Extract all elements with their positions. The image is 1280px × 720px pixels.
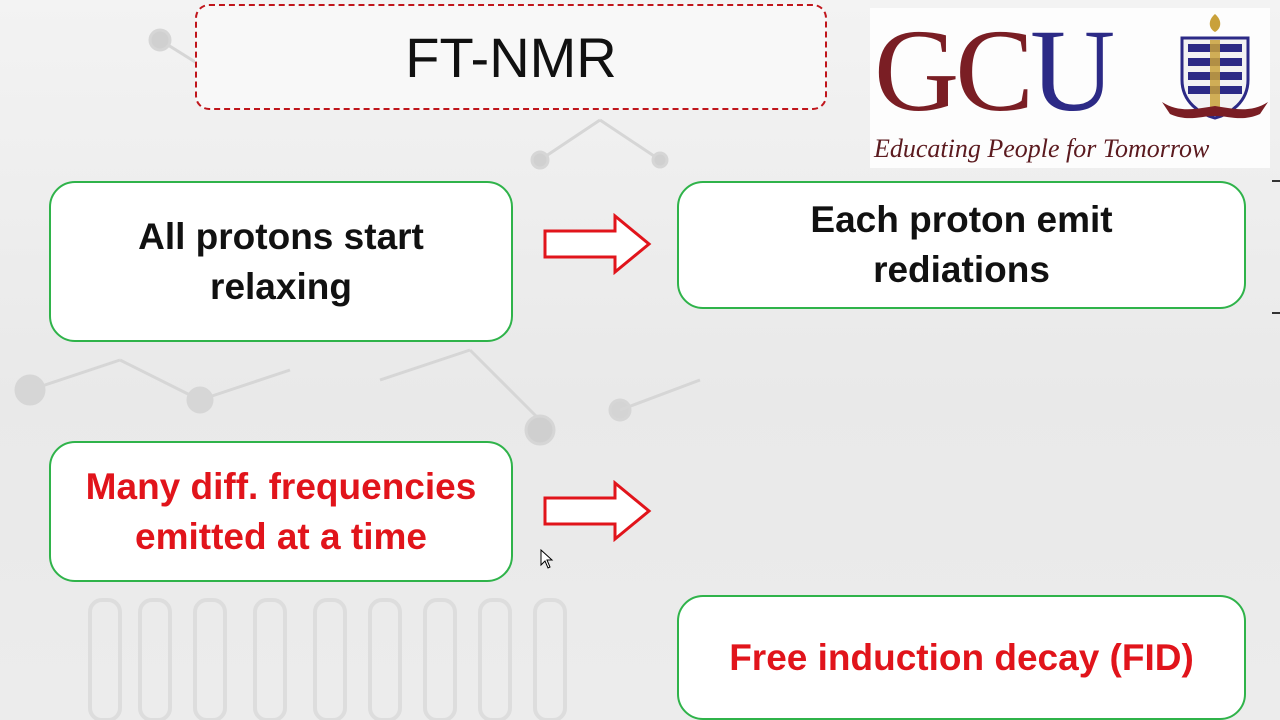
logo-letter-c: C <box>955 5 1034 136</box>
crest-icon <box>1162 14 1268 120</box>
gcu-logo: GCU Educating People for Tomorrow <box>870 8 1270 168</box>
title-box: FT-NMR <box>195 4 827 110</box>
logo-letter-u: U <box>1029 5 1115 136</box>
logo-letter-g: G <box>874 5 959 136</box>
box-protons-relaxing-text: All protons start relaxing <box>138 215 424 307</box>
box-each-proton-emit-text: Each proton emit rediations <box>810 199 1113 290</box>
logo-wordmark: GCU <box>874 12 1115 130</box>
offscreen-element-edge <box>1272 180 1280 314</box>
logo-tagline: Educating People for Tomorrow <box>874 134 1210 163</box>
box-many-frequencies-text: Many diff. frequencies emitted at a time <box>85 465 477 557</box>
box-fid-text: Free induction decay (FID) <box>729 636 1194 678</box>
box-protons-relaxing: All protons start relaxing <box>49 181 513 342</box>
box-fid: Free induction decay (FID) <box>677 595 1246 720</box>
box-many-frequencies: Many diff. frequencies emitted at a time <box>49 441 513 582</box>
box-each-proton-emit: Each proton emit rediations <box>677 181 1246 309</box>
page-title: FT-NMR <box>405 25 617 89</box>
arrow-right-icon <box>543 480 652 542</box>
arrow-right-icon <box>543 213 652 275</box>
mouse-cursor-icon <box>540 549 554 569</box>
